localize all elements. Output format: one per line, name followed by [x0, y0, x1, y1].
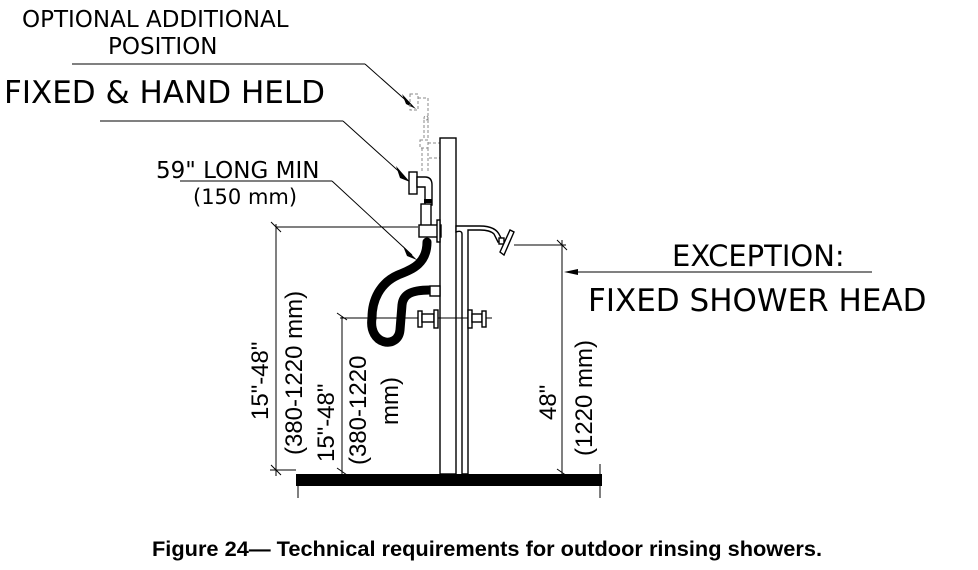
optional-position-label-line1: OPTIONAL ADDITIONAL: [22, 7, 289, 33]
control-range-label: 15"-48": [313, 384, 340, 462]
handheld-range-label: 15"-48": [247, 342, 274, 420]
hose-length-label: 59" LONG MIN: [156, 158, 319, 184]
fixed-hand-held-label: FIXED & HAND HELD: [4, 75, 325, 111]
fixed-hand-held-leader-arrow: [396, 166, 410, 182]
hose-length-metric-label: (150 mm): [193, 185, 297, 209]
handheld-shower-mount: [408, 171, 442, 243]
figure-caption: Figure 24— Technical requirements for ou…: [152, 538, 822, 561]
shower-post: [439, 137, 457, 475]
optional-handheld-mount-dashed: [409, 93, 441, 172]
optional-position-label-line2: POSITION: [108, 34, 218, 60]
optional-leader-diagonal: [364, 63, 411, 105]
optional-leader-arrow: [402, 94, 416, 109]
dimension-control-height: [336, 312, 348, 476]
handheld-hose: [367, 237, 432, 323]
fixed-head-height-metric-label: (1220 mm): [571, 340, 598, 456]
hose-connector: [429, 285, 441, 297]
hose-leader-diagonal: [331, 180, 413, 256]
control-valves: [340, 309, 492, 329]
control-range-metric-label-2: mm): [377, 377, 404, 425]
exception-label: EXCEPTION:: [672, 239, 845, 273]
fixed-head-height-label: 48": [535, 385, 562, 420]
control-range-metric-label-1: (380-1220: [345, 356, 372, 465]
hose-leader-arrow: [403, 246, 417, 260]
hose-loop: [367, 285, 435, 347]
exception-leader-arrow: [564, 269, 578, 275]
floor-slab: [296, 474, 602, 486]
fixed-shower-head: [455, 225, 515, 475]
dimension-handheld-height: [270, 221, 418, 476]
fixed-hand-held-leader-diagonal: [342, 120, 405, 177]
dimension-fixed-head-height: [514, 239, 568, 477]
fixed-shower-head-label: FIXED SHOWER HEAD: [588, 283, 927, 319]
handheld-range-metric-label: (380-1220 mm): [281, 291, 308, 455]
